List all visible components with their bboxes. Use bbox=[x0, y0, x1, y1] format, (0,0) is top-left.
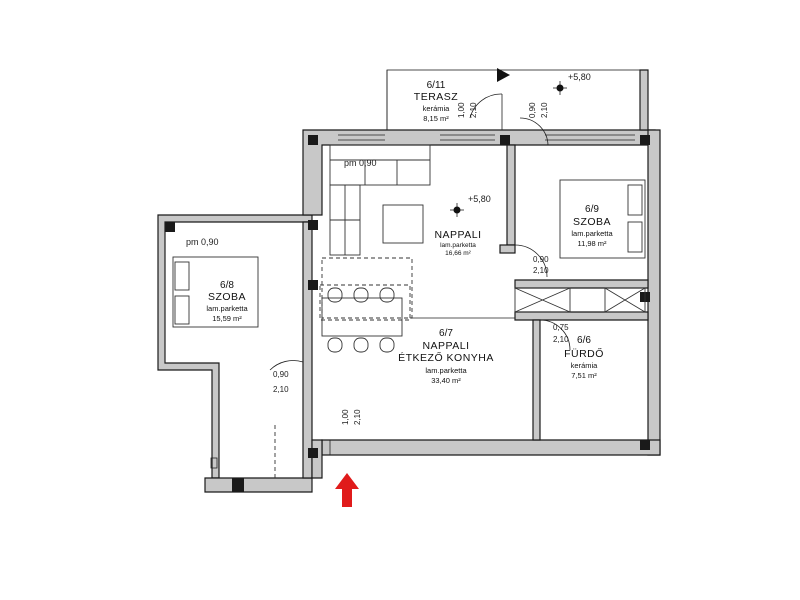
fixture bbox=[210, 457, 218, 469]
bedroom-right-floor: lam.parketta bbox=[571, 229, 613, 238]
column bbox=[500, 135, 510, 145]
entrance-arrow-icon bbox=[335, 473, 359, 507]
bedroom-right-area: 11,98 m² bbox=[577, 239, 607, 248]
walls bbox=[157, 69, 661, 493]
bedroom-right-window-width: 0,90 bbox=[528, 102, 537, 118]
terrace-name: TERASZ bbox=[414, 91, 459, 103]
wall-left-outer bbox=[157, 214, 313, 479]
north-windows bbox=[338, 134, 635, 141]
terrace-door-height: 2,10 bbox=[469, 102, 478, 118]
living-level: +5,80 bbox=[468, 194, 491, 204]
entrance-height: 2,10 bbox=[353, 409, 362, 425]
dining-set bbox=[319, 284, 411, 353]
door-swing bbox=[514, 244, 548, 278]
wall-partition-bedroom bbox=[506, 144, 516, 246]
triangle-flag-icon bbox=[497, 68, 510, 82]
column bbox=[308, 448, 318, 458]
coffee-table bbox=[382, 204, 424, 244]
sofa bbox=[329, 144, 431, 256]
bedroom-left-floor: lam.parketta bbox=[206, 304, 248, 313]
terrace-level: +5,80 bbox=[568, 72, 591, 82]
living-upper-floor: lam.parketta bbox=[440, 242, 476, 249]
column bbox=[308, 280, 318, 290]
wall-bathroom-left bbox=[532, 319, 541, 441]
column bbox=[640, 440, 650, 450]
living-parapet: pm 0,90 bbox=[344, 158, 377, 168]
terrace-floor: kerámia bbox=[423, 104, 451, 113]
wall-partition-bedroom-low bbox=[514, 279, 649, 289]
wall-stub bbox=[499, 244, 516, 254]
column bbox=[165, 222, 175, 232]
bedroom-right-name: SZOBA bbox=[573, 216, 611, 228]
bed-right bbox=[559, 179, 646, 259]
bedroom-left-area: 15,59 m² bbox=[212, 314, 242, 323]
bedroom-left-door-width: 0,90 bbox=[273, 370, 289, 379]
door-swing bbox=[539, 319, 571, 351]
entrance-width: 1,00 bbox=[341, 409, 350, 425]
bathroom-area: 7,51 m² bbox=[571, 371, 597, 380]
bathroom-number: 6/6 bbox=[577, 335, 591, 346]
bedroom-left-parapet: pm 0,90 bbox=[186, 237, 219, 247]
kitchen-zone bbox=[321, 257, 413, 319]
bed-left bbox=[172, 256, 259, 328]
door-swing bbox=[519, 117, 549, 146]
bedroom-left-name: SZOBA bbox=[208, 291, 246, 303]
living-main-number: 6/7 bbox=[439, 328, 453, 339]
bedroom-right-number: 6/9 bbox=[585, 204, 599, 215]
wall-south bbox=[321, 439, 661, 456]
living-main-area: 33,40 m² bbox=[431, 376, 461, 385]
terrace-number: 6/11 bbox=[427, 80, 446, 91]
level-marker-icon bbox=[450, 203, 464, 217]
bathroom-name: FÜRDŐ bbox=[564, 346, 604, 360]
living-main-subname: ÉTKEZŐ KONYHA bbox=[398, 350, 494, 364]
labels: 6/11 TERASZ kerámia 8,15 m² +5,80 pm 0,9… bbox=[186, 72, 613, 425]
wall-entrance-left bbox=[311, 439, 323, 479]
bathroom-floor: kerámia bbox=[571, 361, 599, 370]
living-upper-name: NAPPALI bbox=[434, 229, 481, 241]
terrace-area: 8,15 m² bbox=[423, 114, 449, 123]
living-upper-area: 16,66 m² bbox=[445, 250, 471, 257]
bath-door-height: 2,10 bbox=[553, 335, 569, 344]
bedroom-right-window-height: 2,10 bbox=[540, 102, 549, 118]
bedroom-left-number: 6/8 bbox=[220, 280, 234, 291]
living-main-name: NAPPALI bbox=[422, 340, 469, 352]
wall-terrace-east bbox=[639, 69, 649, 131]
bedroom-right-door-height: 2,10 bbox=[533, 266, 549, 275]
terrace bbox=[386, 68, 641, 131]
terrace-door-width: 1,00 bbox=[457, 102, 466, 118]
level-marker-icon bbox=[553, 81, 567, 95]
column bbox=[308, 135, 318, 145]
door-swing bbox=[469, 93, 503, 119]
bedroom-left-door-height: 2,10 bbox=[273, 385, 289, 394]
column bbox=[232, 478, 244, 492]
column bbox=[640, 135, 650, 145]
bath-door-width: 0,75 bbox=[553, 323, 569, 332]
wardrobe bbox=[514, 287, 646, 313]
wall-left-bottom bbox=[204, 477, 313, 493]
door-swing bbox=[269, 360, 304, 371]
wall-bathroom-top bbox=[514, 311, 649, 321]
living-main-floor: lam.parketta bbox=[425, 366, 467, 375]
wall-left-partition bbox=[302, 221, 313, 479]
column bbox=[308, 220, 318, 230]
bedroom-right-door-width: 0,90 bbox=[533, 255, 549, 264]
